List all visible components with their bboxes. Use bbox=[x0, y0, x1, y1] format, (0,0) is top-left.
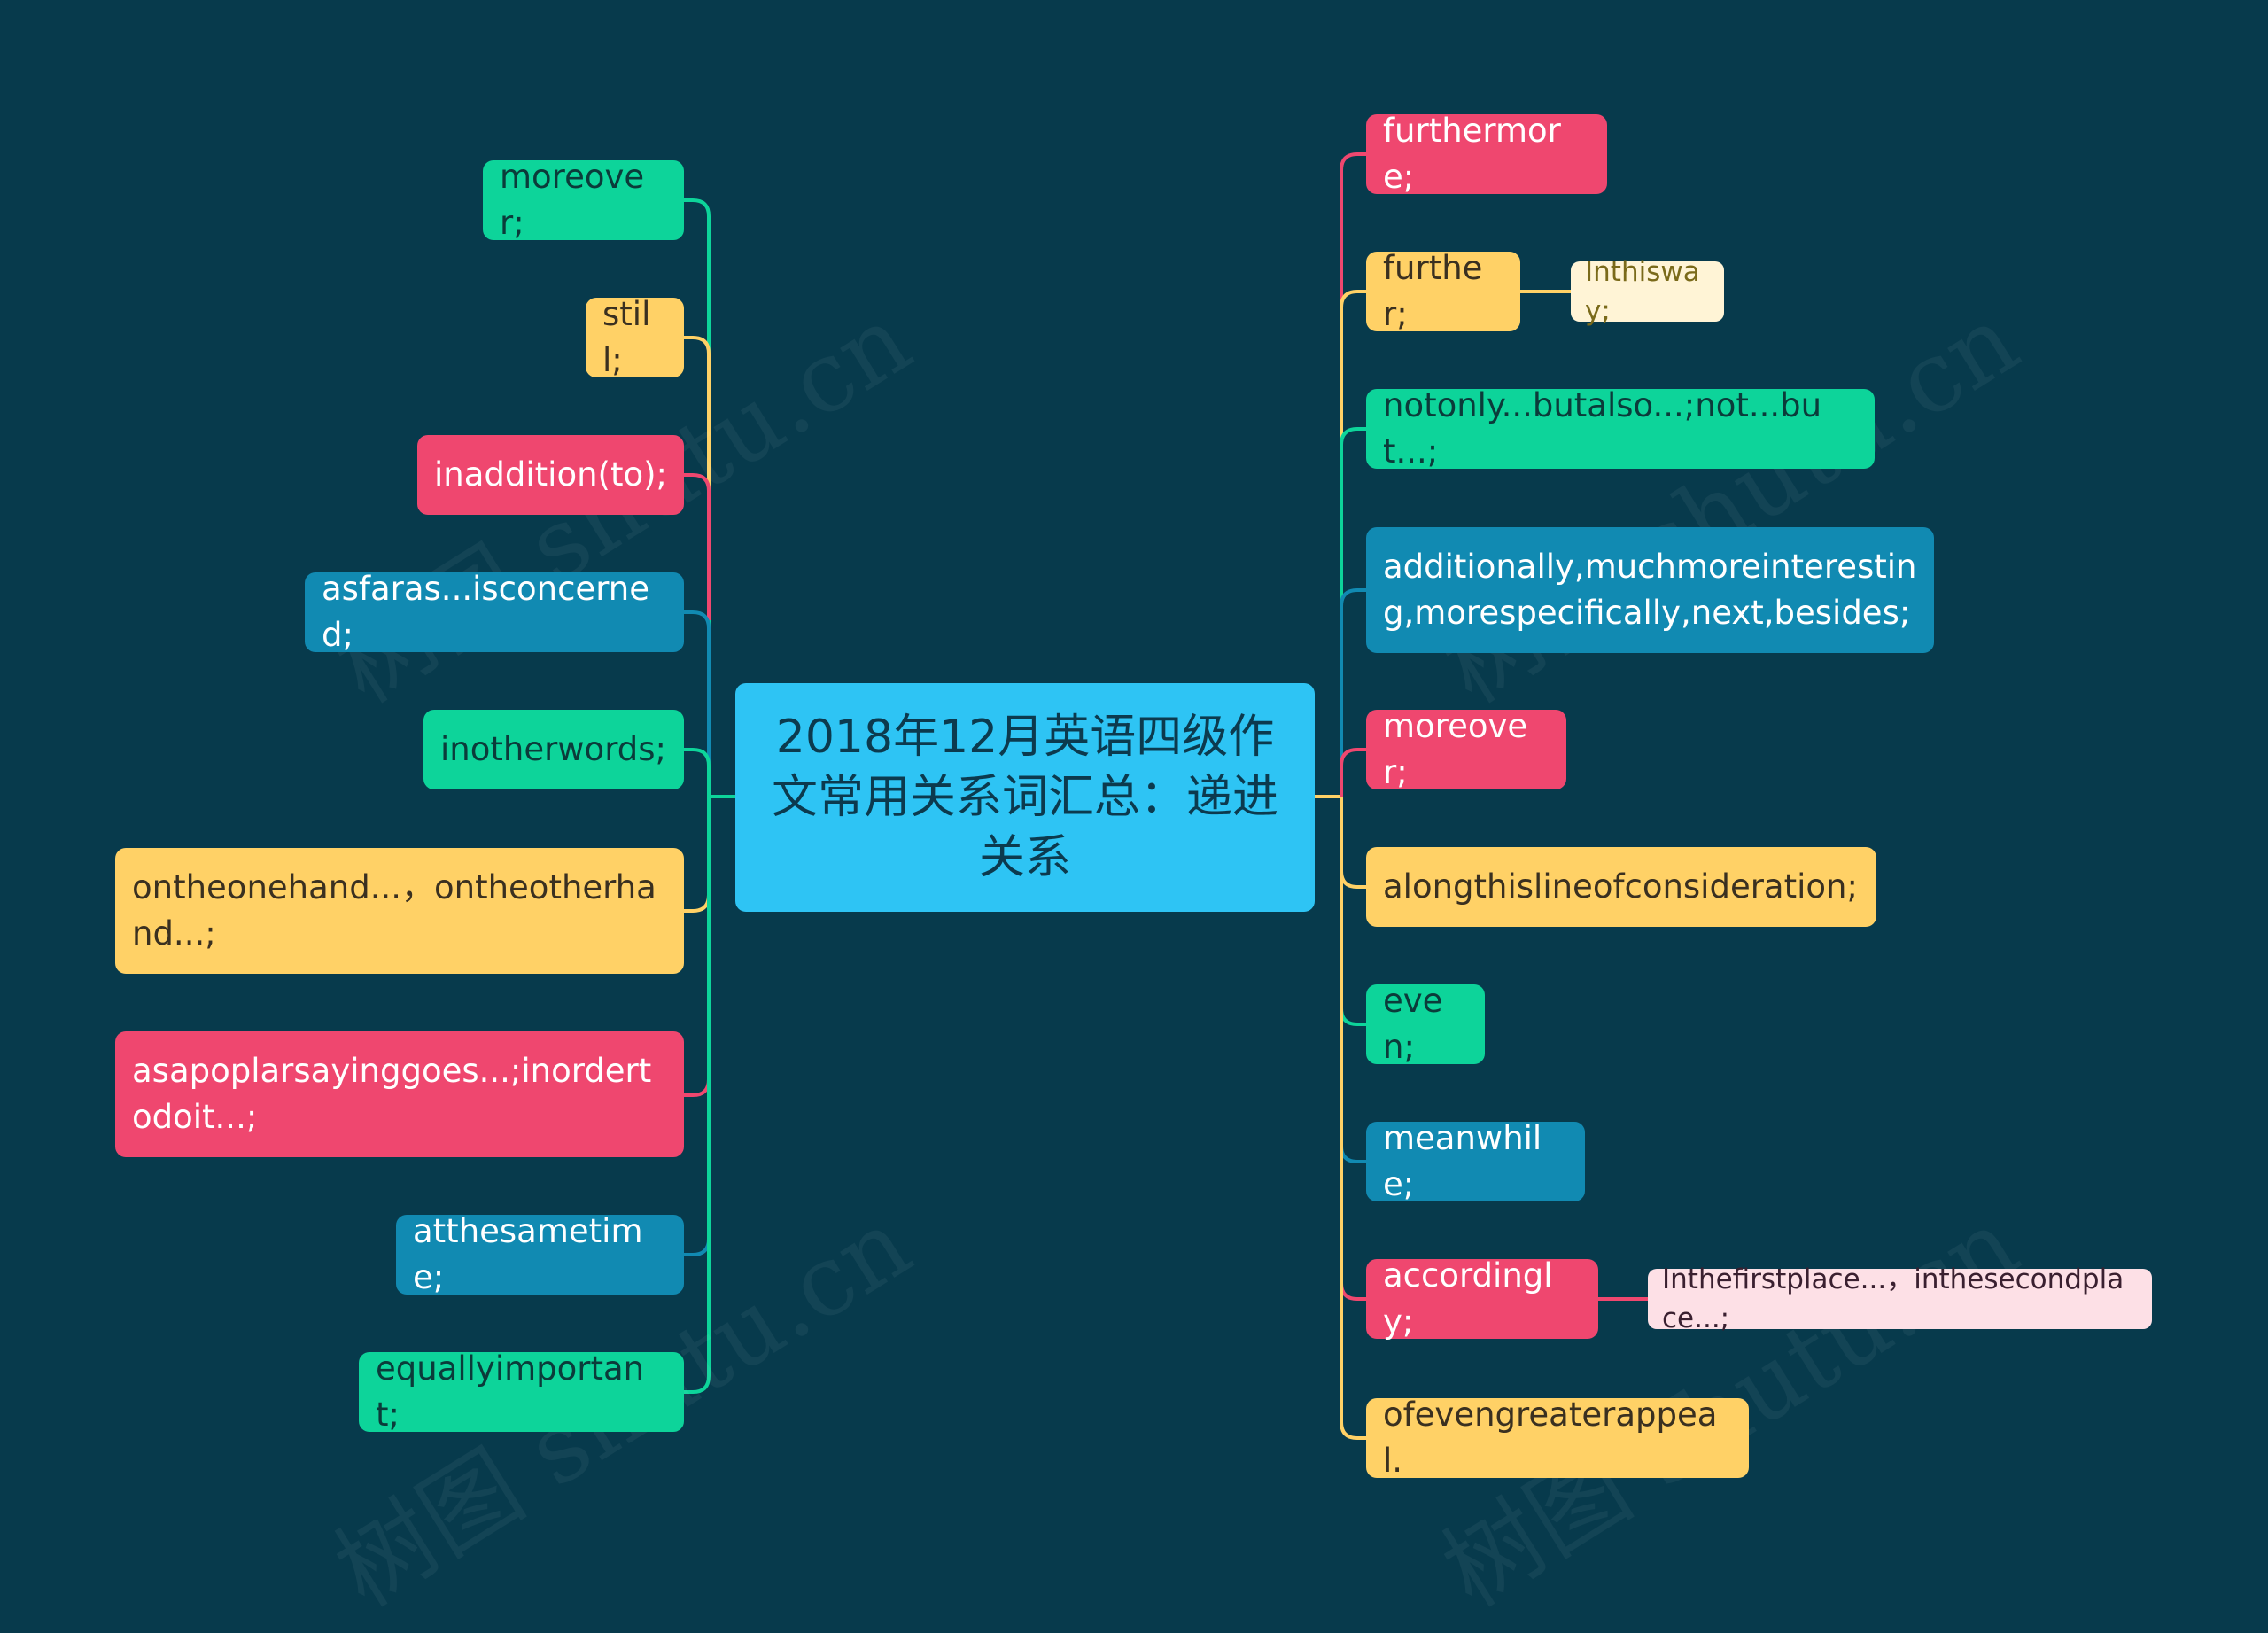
topic-label: moreover; bbox=[500, 158, 645, 242]
right-topic-notonly[interactable]: notonly...butalso...;not...but...; bbox=[1366, 386, 1875, 470]
right-topic-even[interactable]: even; bbox=[1366, 982, 1485, 1066]
right-topic-moreover[interactable]: moreover; bbox=[1366, 707, 1566, 791]
topic-label: even; bbox=[1383, 982, 1443, 1066]
root-topic[interactable]: 2018年12月英语四级作文常用关系词汇总：递进关系 bbox=[735, 683, 1315, 912]
right-topic-ofevengreaterappeal[interactable]: ofevengreaterappeal. bbox=[1366, 1396, 1749, 1480]
subtopic-label: Inthefirstplace...，inthesecondplace...; bbox=[1662, 1264, 2124, 1334]
topic-label: atthesametime; bbox=[413, 1212, 643, 1296]
subtopic-label: Inthisway; bbox=[1585, 256, 1700, 327]
connector-left-6 bbox=[684, 797, 711, 913]
topic-label: asfaras...isconcerned; bbox=[322, 570, 649, 654]
right-topic-further[interactable]: further; bbox=[1366, 249, 1520, 333]
connector-right-5 bbox=[1340, 748, 1366, 797]
connector-right-10 bbox=[1340, 797, 1366, 1440]
topic-label: notonly...butalso...;not...but...; bbox=[1383, 386, 1822, 470]
subtopic-inthisway[interactable]: Inthisway; bbox=[1571, 256, 1724, 327]
left-topic-asfaras[interactable]: asfaras...isconcerned; bbox=[305, 570, 684, 654]
right-topic-furthermore[interactable]: furthermore; bbox=[1366, 112, 1607, 196]
connector-right-6 bbox=[1340, 797, 1366, 889]
left-topic-inaddition[interactable]: inaddition(to); bbox=[417, 435, 684, 515]
connector-lines bbox=[684, 152, 1648, 1440]
mind-map: 树图 shutu.cn 树图 shutu.cn 树图 shutu.cn 树图 s… bbox=[115, 112, 2152, 1629]
subtopic-inthefirstplace[interactable]: Inthefirstplace...，inthesecondplace...; bbox=[1648, 1264, 2152, 1334]
connector-left-3 bbox=[684, 473, 711, 620]
connector-right-4 bbox=[1340, 588, 1366, 797]
topic-label: inotherwords; bbox=[440, 730, 666, 768]
topic-label: moreover; bbox=[1383, 707, 1528, 791]
topic-label: furthermore; bbox=[1383, 112, 1561, 196]
connector-left-4 bbox=[684, 610, 711, 797]
left-topic-still[interactable]: still; bbox=[586, 295, 684, 379]
root-topic-label: 2018年12月英语四级作文常用关系词汇总：递进关系 bbox=[771, 711, 1278, 884]
left-topic-asapoplarsaying[interactable]: asapoplarsayinggoes...;inordertodoit...; bbox=[115, 1031, 684, 1157]
connector-right-9 bbox=[1340, 797, 1366, 1301]
topic-label: accordingly; bbox=[1383, 1256, 1553, 1341]
left-topic-inotherwords[interactable]: inotherwords; bbox=[423, 710, 684, 789]
connector-right-7 bbox=[1340, 797, 1366, 1026]
connector-right-1 bbox=[1340, 152, 1366, 797]
topic-label: additionally,muchmoreinteresting,morespe… bbox=[1383, 548, 1917, 632]
topic-label: alongthislineofconsideration; bbox=[1383, 867, 1858, 906]
left-topic-ontheonehand[interactable]: ontheonehand...，ontheotherhand...; bbox=[115, 848, 684, 974]
connector-left-7 bbox=[684, 797, 711, 1097]
left-topic-moreover[interactable]: moreover; bbox=[483, 158, 684, 242]
connector-right-3 bbox=[1340, 427, 1366, 797]
topic-label: asapoplarsayinggoes...;inordertodoit...; bbox=[132, 1052, 652, 1136]
topic-label: ofevengreaterappeal. bbox=[1383, 1396, 1718, 1480]
connector-left-8 bbox=[684, 797, 711, 1256]
connector-left-2 bbox=[684, 336, 711, 620]
right-topic-alongthisline[interactable]: alongthislineofconsideration; bbox=[1366, 847, 1876, 927]
topic-label: ontheonehand...，ontheotherhand...; bbox=[132, 868, 656, 953]
connector-left-9 bbox=[684, 797, 711, 1394]
topic-label: equallyimportant; bbox=[376, 1349, 645, 1434]
right-topic-meanwhile[interactable]: meanwhile; bbox=[1366, 1119, 1585, 1203]
connector-right-8 bbox=[1340, 797, 1366, 1163]
right-topic-additionally[interactable]: additionally,muchmoreinteresting,morespe… bbox=[1366, 527, 1934, 653]
connector-left-5 bbox=[684, 748, 711, 797]
topic-label: still; bbox=[602, 295, 651, 379]
topic-label: inaddition(to); bbox=[434, 455, 668, 494]
right-topic-accordingly[interactable]: accordingly; bbox=[1366, 1256, 1598, 1341]
connector-right-2 bbox=[1340, 290, 1366, 797]
connector-left-1 bbox=[684, 198, 711, 797]
topic-label: further; bbox=[1383, 249, 1483, 333]
left-topic-equallyimportant[interactable]: equallyimportant; bbox=[359, 1349, 684, 1434]
topic-label: meanwhile; bbox=[1383, 1119, 1542, 1203]
left-topic-atthesametime[interactable]: atthesametime; bbox=[396, 1212, 684, 1296]
